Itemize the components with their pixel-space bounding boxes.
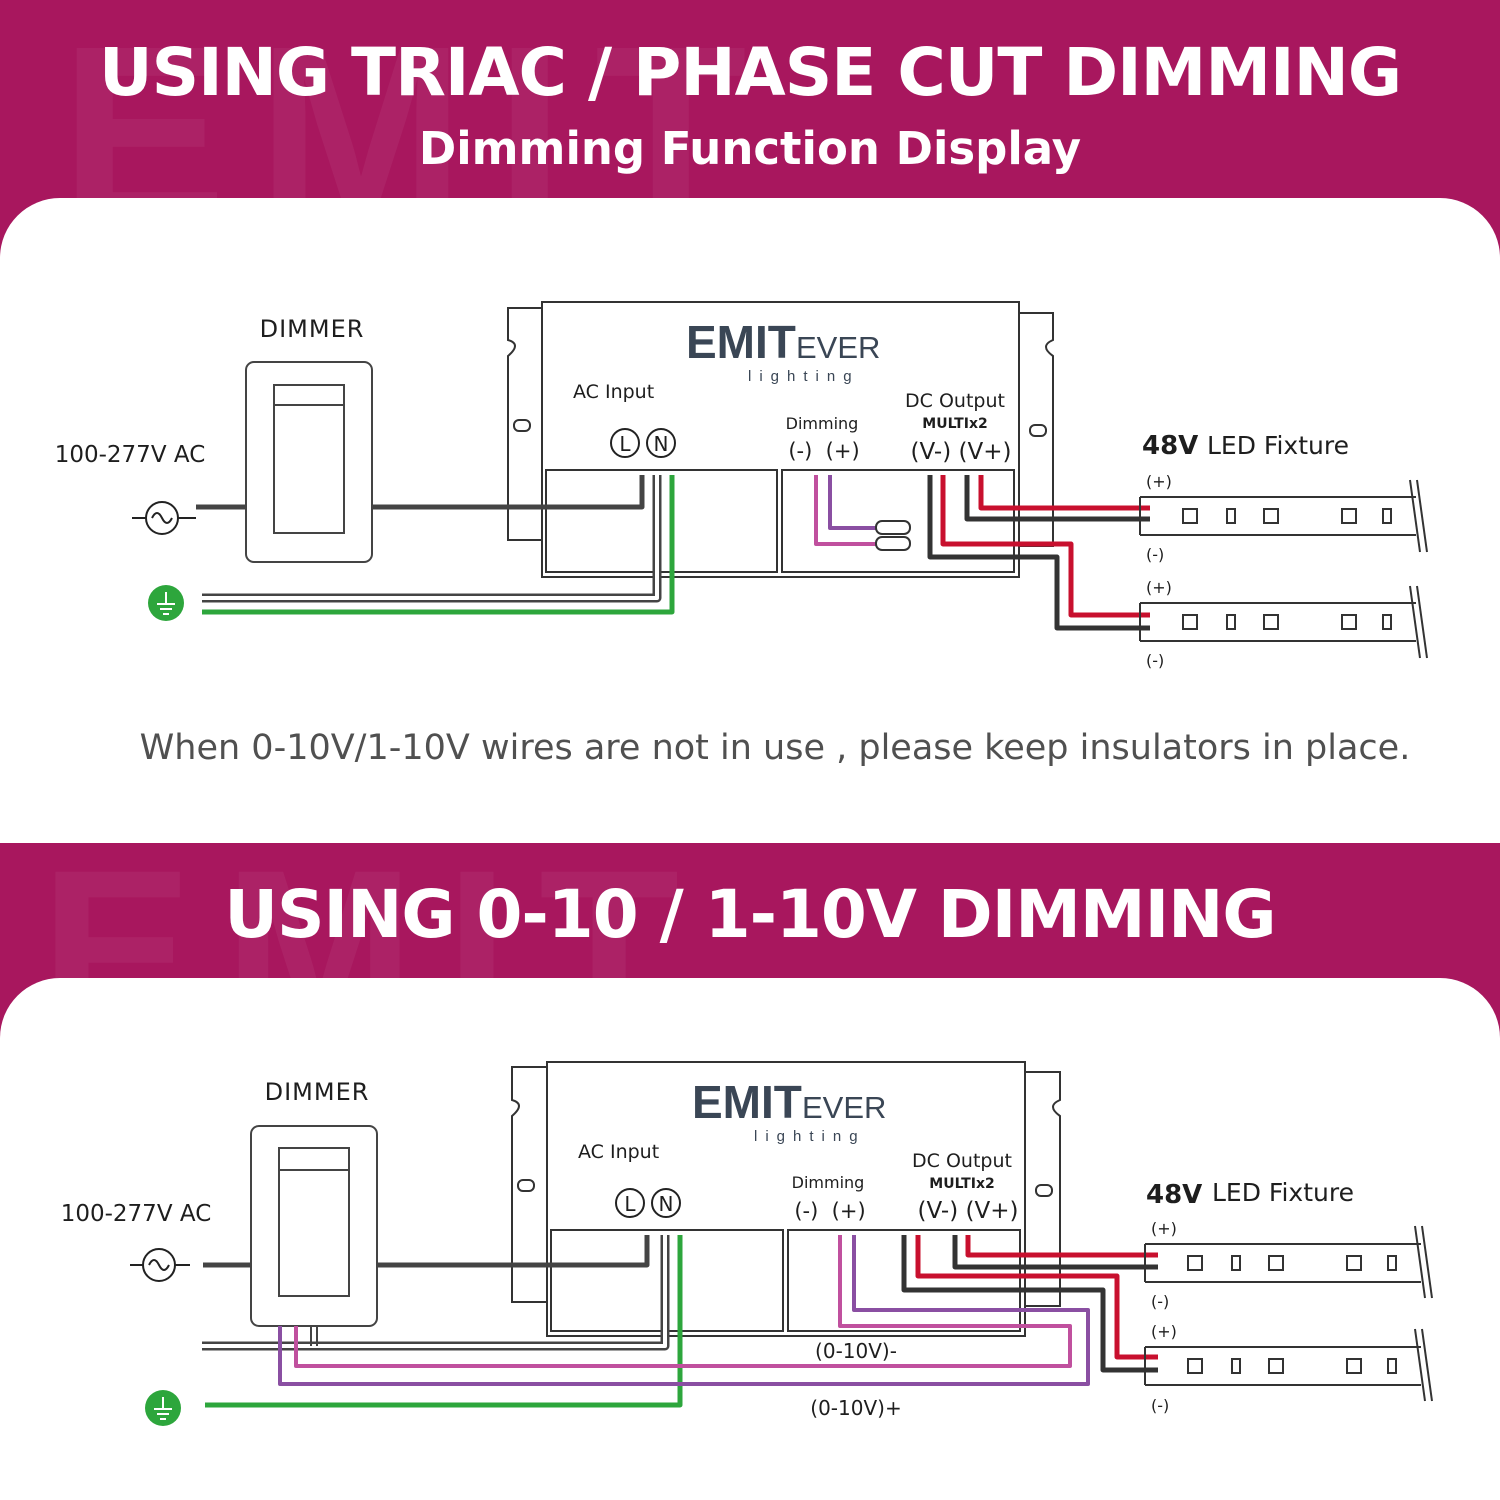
dim-minus-wire — [814, 475, 878, 546]
multi-label: MULTIx2 — [922, 416, 987, 432]
insulator-cap — [875, 536, 911, 551]
dimmer-label: DIMMER — [260, 315, 365, 343]
ac-source-icon — [132, 501, 196, 535]
svg-text:L: L — [624, 1192, 636, 1216]
dim-minus-label: (0-10V)- — [815, 1339, 897, 1363]
svg-text:N: N — [659, 1192, 674, 1216]
dimming-label: Dimming — [786, 414, 859, 433]
output-neg-wire — [952, 1235, 1158, 1270]
dc-output-label: DC Output — [912, 1150, 1012, 1172]
ac-input-label: AC Input — [573, 381, 654, 403]
insulator-note: When 0-10V/1-10V wires are not in use , … — [139, 728, 1411, 768]
brand-logo-suffix: EVER — [802, 1090, 886, 1125]
led-strip — [1144, 1328, 1433, 1402]
output-pos-wire — [965, 1235, 1158, 1258]
output-neg-wire — [901, 1235, 1158, 1373]
fixture-voltage: 48V — [1142, 431, 1198, 461]
insulator-cap — [875, 520, 911, 535]
dimming-terminals: (-) (+) — [794, 1199, 865, 1223]
brand-logo-suffix: EVER — [796, 330, 880, 365]
output-terminals: (V-) (V+) — [911, 439, 1012, 465]
output-neg-wire — [927, 475, 1150, 631]
minus-label: (-) — [1146, 651, 1164, 670]
section-title: USING 0-10 / 1-10V DIMMING — [224, 876, 1276, 953]
terminal-l: L — [610, 428, 640, 458]
dimmer-switch — [245, 361, 373, 563]
dim-plus-label: (0-10V)+ — [810, 1396, 901, 1420]
brand-tagline: lighting — [748, 368, 860, 385]
live-wire — [196, 475, 645, 510]
svg-text:N: N — [654, 432, 669, 456]
output-pos-wire — [940, 475, 1150, 618]
plus-label: (+) — [1151, 1219, 1177, 1238]
brand-tagline: lighting — [754, 1128, 866, 1145]
live-wire — [203, 1235, 650, 1268]
output-terminals: (V-) (V+) — [918, 1198, 1019, 1224]
output-pos-wire — [978, 475, 1150, 511]
terminal-l: L — [615, 1188, 645, 1218]
page-title: USING TRIAC / PHASE CUT DIMMING — [98, 34, 1402, 111]
wiring-diagram-triac: DIMMER 100-277V AC EMIT EVER lighting AC… — [55, 301, 1428, 670]
led-strip — [1139, 585, 1428, 659]
page-subtitle: Dimming Function Display — [418, 122, 1082, 175]
multi-label: MULTIx2 — [929, 1176, 994, 1192]
ac-source-label: 100-277V AC — [55, 442, 206, 468]
ac-input-label: AC Input — [578, 1141, 659, 1163]
dim-plus-wire — [828, 475, 878, 530]
plus-label: (+) — [1146, 472, 1172, 491]
fixture-label: LED Fixture — [1207, 431, 1349, 460]
minus-label: (-) — [1151, 1292, 1169, 1311]
ground-wire — [205, 1235, 683, 1408]
fixture-label: LED Fixture — [1212, 1178, 1354, 1207]
output-neg-wire — [964, 475, 1150, 522]
ground-icon — [145, 1390, 181, 1426]
minus-label: (-) — [1146, 545, 1164, 564]
brand-logo: EMIT — [692, 1076, 802, 1128]
dim-plus-wire — [278, 1235, 1090, 1386]
wiring-diagram-0-10v: DIMMER 100-277V AC EMIT EVER lighting AC… — [61, 1061, 1433, 1426]
terminal-n: N — [646, 428, 676, 458]
plus-label: (+) — [1151, 1322, 1177, 1341]
dimmer-switch — [250, 1125, 378, 1327]
ac-source-icon — [130, 1248, 190, 1282]
terminal-n: N — [651, 1188, 681, 1218]
dimmer-label: DIMMER — [265, 1078, 370, 1106]
svg-text:L: L — [619, 432, 631, 456]
ac-source-label: 100-277V AC — [61, 1201, 212, 1227]
dim-minus-wire — [294, 1235, 1072, 1368]
led-strip — [1144, 1225, 1433, 1299]
dimming-terminals: (-) (+) — [788, 439, 859, 463]
ground-wire — [202, 475, 675, 615]
led-strip — [1139, 479, 1428, 553]
minus-label: (-) — [1151, 1396, 1169, 1415]
fixture-voltage: 48V — [1146, 1180, 1202, 1210]
ground-icon — [148, 585, 184, 621]
dimming-label: Dimming — [792, 1173, 865, 1192]
output-pos-wire — [915, 1235, 1158, 1360]
plus-label: (+) — [1146, 578, 1172, 597]
brand-logo: EMIT — [686, 316, 796, 368]
dc-output-label: DC Output — [905, 390, 1005, 412]
